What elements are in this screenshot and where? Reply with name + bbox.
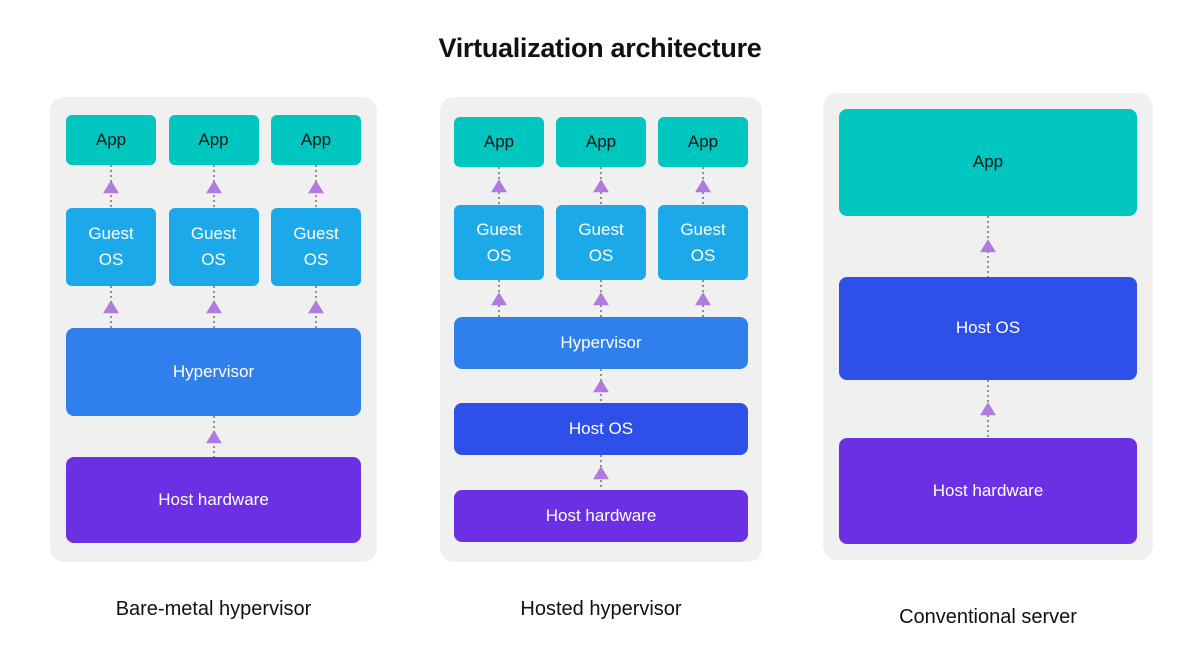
hypervisor-box-label: Hypervisor xyxy=(172,362,255,381)
hypervisor-box-label: Hypervisor xyxy=(560,332,642,352)
arrow-up-icon xyxy=(491,179,507,193)
arrow-connector xyxy=(454,167,544,205)
app-box: App xyxy=(454,117,544,167)
arrow-up-icon xyxy=(980,239,996,253)
host-os-box: Host OS xyxy=(839,276,1137,381)
guest-os-box: Guest OS xyxy=(271,208,361,286)
arrow-connector xyxy=(454,280,544,317)
arrow-up-icon xyxy=(593,179,609,193)
arrow-up-icon xyxy=(695,291,711,305)
arrow-connector xyxy=(658,280,748,317)
guest-os-box-label: Guest OS xyxy=(680,219,726,265)
guest-os-box-label: Guest OS xyxy=(476,219,522,265)
app-box: App xyxy=(271,115,361,165)
app-box-label: App xyxy=(95,130,127,149)
host-hardware-box: Host hardware xyxy=(66,457,361,543)
guest-os-box: Guest OS xyxy=(658,205,748,280)
host-os-box: Host OS xyxy=(454,403,748,455)
vm-stacks-row: App Guest OS App Guest OS App Guest OS xyxy=(66,115,361,328)
arrow-connector xyxy=(169,165,259,208)
arrow-up-icon xyxy=(593,291,609,305)
arrow-connector xyxy=(658,167,748,205)
app-box-label: App xyxy=(585,132,617,151)
app-box-label: App xyxy=(198,130,229,149)
caption-hosted-hypervisor: Hosted hypervisor xyxy=(520,598,682,620)
host-os-box-label: Host OS xyxy=(955,318,1021,338)
arrow-connector xyxy=(169,286,259,328)
hypervisor-box: Hypervisor xyxy=(454,317,748,369)
guest-os-box-label: Guest OS xyxy=(88,224,134,269)
caption-bare-metal-hypervisor: Bare-metal hypervisor xyxy=(115,598,312,620)
vm-stack: App Guest OS xyxy=(168,115,259,328)
app-box: App xyxy=(556,117,646,167)
arrow-up-icon xyxy=(308,300,324,314)
guest-os-box: Guest OS xyxy=(454,205,544,280)
arrow-connector xyxy=(839,380,1137,439)
host-hardware-box-label: Host hardware xyxy=(545,506,657,526)
panel-conventional-server: App Host OS Host hardware xyxy=(823,93,1153,560)
app-box-label: App xyxy=(300,130,332,149)
host-hardware-box: Host hardware xyxy=(454,490,748,543)
arrow-connector xyxy=(66,165,156,208)
arrow-connector xyxy=(66,416,361,457)
hypervisor-box: Hypervisor xyxy=(66,328,361,416)
app-box-label: App xyxy=(483,132,515,151)
guest-os-box: Guest OS xyxy=(66,208,156,286)
arrow-connector xyxy=(454,454,748,491)
panel-bare-metal-hypervisor: App Guest OS App Guest OS App Guest OS H… xyxy=(50,97,377,562)
arrow-up-icon xyxy=(103,300,119,314)
guest-os-box-label: Guest OS xyxy=(190,224,237,269)
arrow-up-icon xyxy=(491,291,507,305)
arrow-connector xyxy=(556,167,646,205)
vm-stack: App Guest OS xyxy=(66,115,156,328)
guest-os-box-label: Guest OS xyxy=(293,224,339,269)
guest-os-box-label: Guest OS xyxy=(578,219,624,265)
arrow-up-icon xyxy=(593,465,609,479)
arrow-up-icon xyxy=(205,179,222,193)
guest-os-box: Guest OS xyxy=(556,205,646,280)
host-hardware-box: Host hardware xyxy=(839,438,1137,544)
arrow-up-icon xyxy=(205,429,222,443)
app-box: App xyxy=(658,117,748,167)
arrow-connector xyxy=(271,165,361,208)
vm-stack: App Guest OS xyxy=(454,117,544,317)
panel-hosted-hypervisor: App Guest OS App Guest OS App Guest OS H… xyxy=(440,97,762,562)
host-hardware-box-label: Host hardware xyxy=(158,490,269,509)
vm-stacks-row: App Guest OS App Guest OS App Guest OS xyxy=(454,117,748,317)
arrow-up-icon xyxy=(980,402,996,416)
arrow-connector xyxy=(556,280,646,317)
app-box: App xyxy=(168,115,259,165)
host-hardware-box-label: Host hardware xyxy=(932,481,1044,501)
arrow-connector xyxy=(454,368,748,404)
arrow-connector xyxy=(839,215,1137,277)
vm-stack: App Guest OS xyxy=(271,115,361,328)
app-box: App xyxy=(66,115,156,165)
arrow-connector xyxy=(66,286,156,328)
arrow-connector xyxy=(271,286,361,328)
vm-stack: App Guest OS xyxy=(658,117,748,317)
app-box-label: App xyxy=(687,132,719,151)
arrow-up-icon xyxy=(103,179,119,193)
diagram-title: Virtualization architecture xyxy=(438,33,762,63)
host-os-box-label: Host OS xyxy=(568,419,634,438)
app-box-label: App xyxy=(972,152,1004,172)
caption-conventional-server: Conventional server xyxy=(899,606,1077,628)
arrow-up-icon xyxy=(593,379,609,393)
app-box: App xyxy=(839,109,1137,216)
arrow-up-icon xyxy=(205,300,222,314)
arrow-up-icon xyxy=(308,179,324,193)
guest-os-box: Guest OS xyxy=(168,208,259,286)
arrow-up-icon xyxy=(695,179,711,193)
vm-stack: App Guest OS xyxy=(556,117,646,317)
